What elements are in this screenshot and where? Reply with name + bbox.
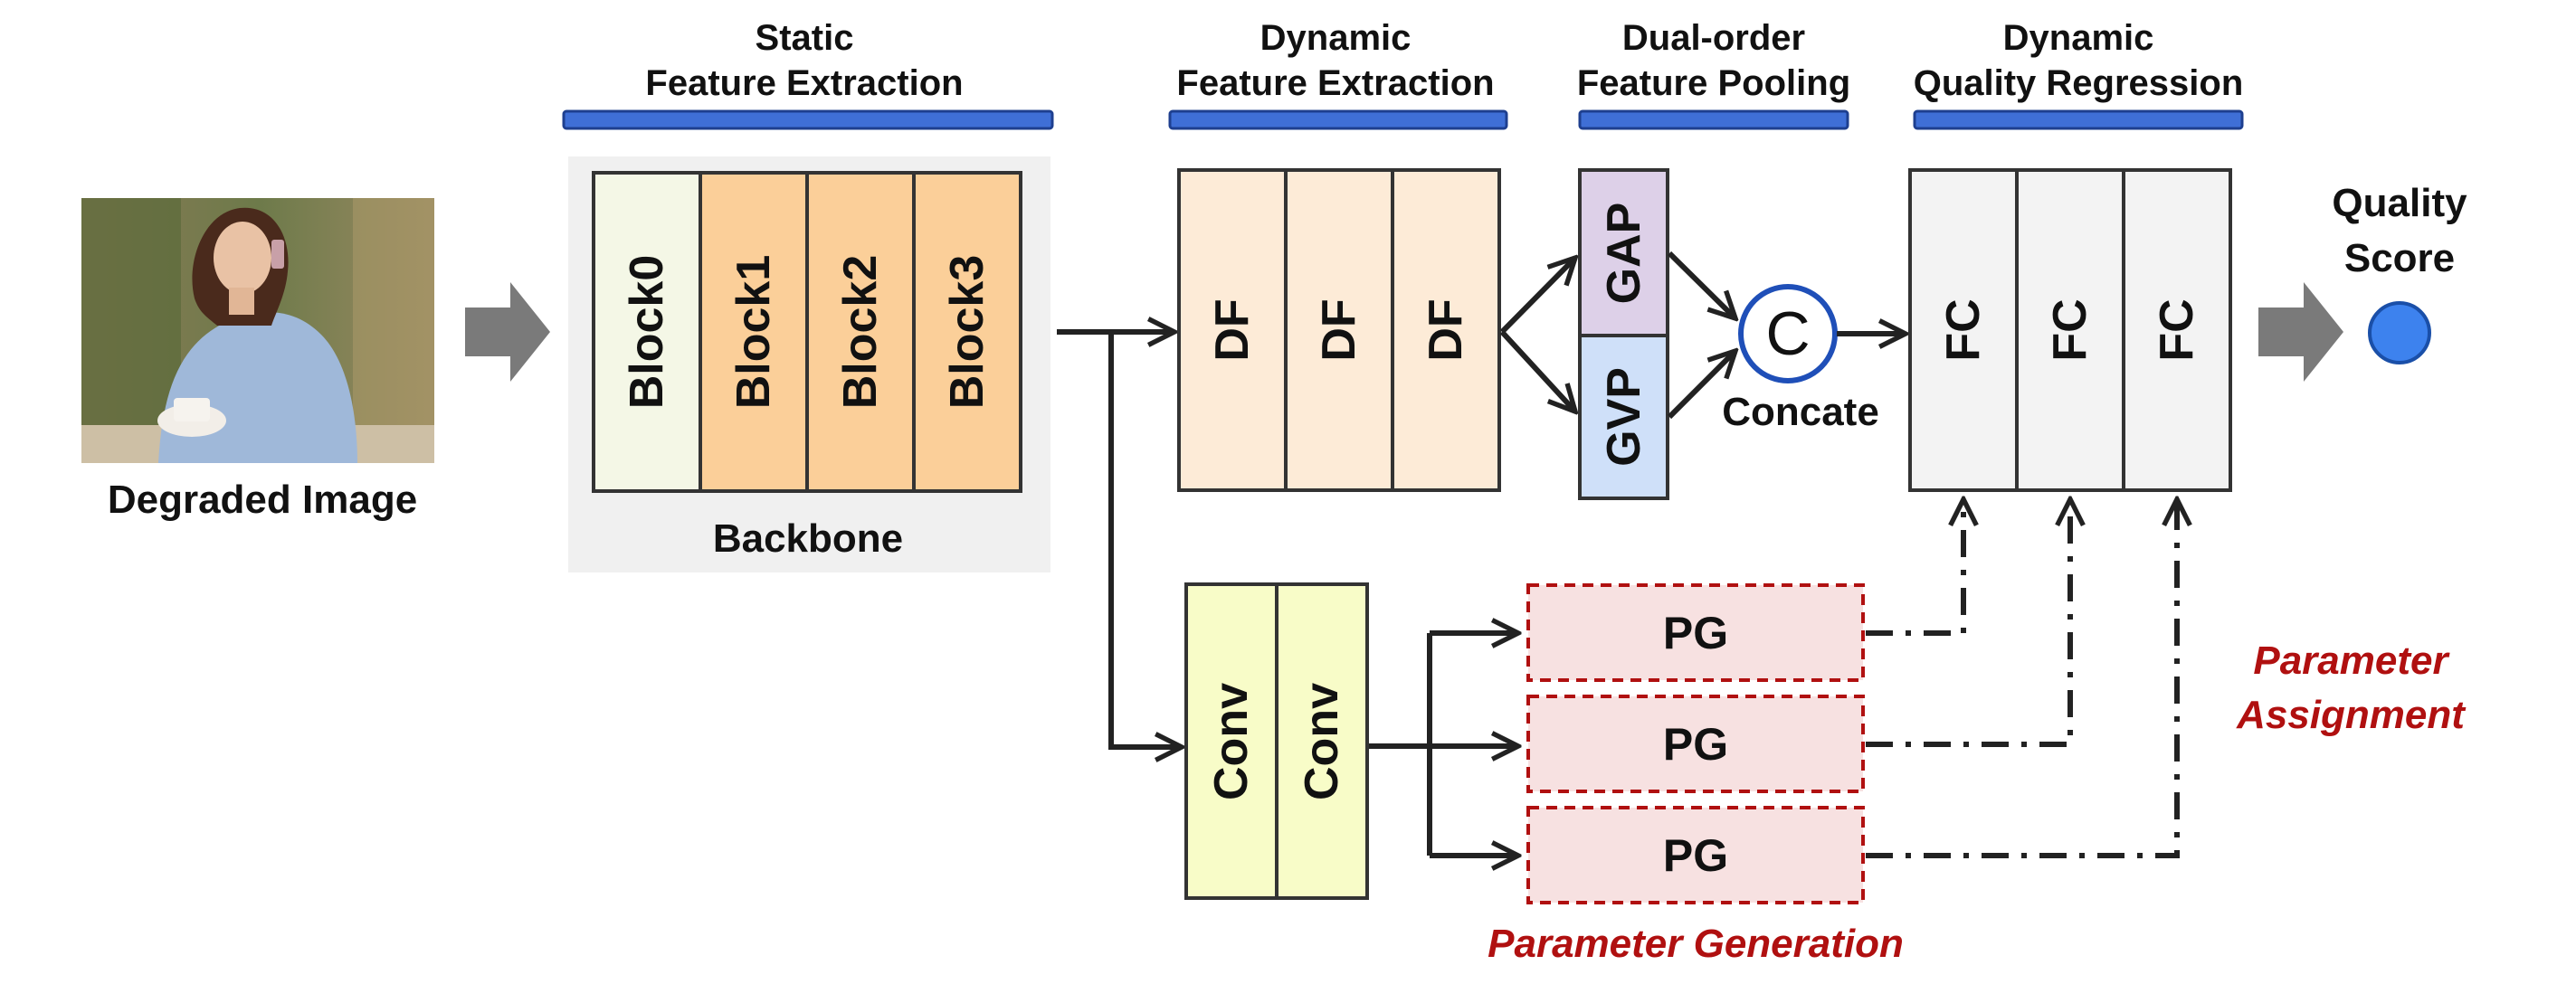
concat-node: C Concate bbox=[1722, 284, 1879, 434]
pg-block-3 bbox=[1526, 806, 1865, 904]
stage-dynamic-fe-title-line1: Dynamic bbox=[1260, 18, 1412, 58]
parameter-assignment-label-line1: Parameter bbox=[2253, 639, 2450, 683]
fc-block-1 bbox=[1908, 168, 2019, 492]
block2 bbox=[805, 171, 916, 493]
arrow-gap-to-concat bbox=[1667, 251, 1735, 318]
assign-pg3-to-fc3 bbox=[1866, 499, 2177, 858]
df-label-2: DF bbox=[1313, 298, 1365, 361]
stage-pooling-bar bbox=[1578, 109, 1849, 130]
block0-label: Block0 bbox=[621, 255, 673, 410]
parameter-assignment-label-line2: Assignment bbox=[2236, 693, 2467, 737]
stage-pooling-title-line1: Dual-order bbox=[1622, 18, 1805, 58]
conv-group: Conv Conv bbox=[1184, 582, 1369, 900]
stage-pooling-title-line2: Feature Pooling bbox=[1577, 63, 1850, 103]
parameter-generation-label: Parameter Generation bbox=[1488, 922, 1904, 966]
quality-score-dot bbox=[2368, 301, 2431, 364]
block0 bbox=[592, 171, 702, 493]
pg-block-1 bbox=[1526, 583, 1865, 682]
pg-label-1: PG bbox=[1663, 608, 1728, 658]
conv-block-2 bbox=[1275, 582, 1369, 900]
gvp-block bbox=[1578, 334, 1669, 500]
block3 bbox=[912, 171, 1022, 493]
gap-block bbox=[1578, 168, 1669, 337]
fc-block-2 bbox=[2015, 168, 2125, 492]
df-label-1: DF bbox=[1206, 298, 1259, 361]
df-block-1 bbox=[1177, 168, 1288, 492]
conv-label-2: Conv bbox=[1296, 683, 1348, 800]
pg-block-2 bbox=[1526, 695, 1865, 793]
pg-group: PG PG PG bbox=[1526, 583, 1865, 904]
stage-dynamic-fe-title-line2: Feature Extraction bbox=[1176, 63, 1494, 103]
stage-static-title-line1: Static bbox=[756, 18, 854, 58]
stage-dynamic-fe-bar bbox=[1168, 109, 1508, 130]
quality-score-label-line2: Score bbox=[2344, 236, 2455, 280]
input-arrow bbox=[465, 282, 550, 382]
assign-pg2-to-fc2 bbox=[1866, 499, 2070, 747]
arrow-df-to-gvp bbox=[1499, 329, 1575, 412]
conv-label-1: Conv bbox=[1205, 683, 1258, 800]
stage-dynamic-fe-header: Dynamic Feature Extraction bbox=[1168, 18, 1508, 130]
df-block-3 bbox=[1391, 168, 1501, 492]
fc-label-1: FC bbox=[1937, 298, 1990, 361]
stage-regression-bar bbox=[1913, 109, 2244, 130]
fc-group: FC FC FC bbox=[1908, 168, 2232, 492]
assign-pg1-to-fc1 bbox=[1866, 499, 1963, 636]
concat-circle bbox=[1738, 284, 1838, 383]
fc-block-3 bbox=[2122, 168, 2232, 492]
conv-block-1 bbox=[1184, 582, 1278, 900]
dynamic-feature-group: DF DF DF bbox=[1177, 168, 1501, 492]
df-label-3: DF bbox=[1420, 298, 1472, 361]
fc-label-2: FC bbox=[2044, 298, 2096, 361]
stage-static-bar bbox=[562, 109, 1054, 130]
gap-label: GAP bbox=[1598, 203, 1650, 305]
gvp-label: GVP bbox=[1598, 367, 1650, 467]
stage-regression-title-line1: Dynamic bbox=[2003, 18, 2154, 58]
backbone-group: Block0 Block1 Block2 Block3 Backbone bbox=[568, 156, 1050, 572]
arrow-gvp-to-concat bbox=[1667, 351, 1735, 420]
concat-label: Concate bbox=[1722, 390, 1879, 434]
stage-regression-header: Dynamic Quality Regression bbox=[1913, 18, 2244, 130]
pooling-group: GAP GVP bbox=[1578, 168, 1669, 500]
stage-regression-title-line2: Quality Regression bbox=[1914, 63, 2244, 103]
pg-label-3: PG bbox=[1663, 830, 1728, 881]
df-block-2 bbox=[1284, 168, 1394, 492]
block1-label: Block1 bbox=[727, 255, 780, 410]
arrow-df-to-gap bbox=[1499, 258, 1575, 335]
stage-static-title-line2: Feature Extraction bbox=[645, 63, 963, 103]
block2-label: Block2 bbox=[834, 255, 887, 410]
input-image-label: Degraded Image bbox=[108, 478, 417, 522]
stage-pooling-header: Dual-order Feature Pooling bbox=[1577, 18, 1850, 130]
concat-symbol: C bbox=[1765, 299, 1810, 368]
stage-static-header: Static Feature Extraction bbox=[562, 18, 1054, 130]
block3-label: Block3 bbox=[941, 255, 993, 410]
pg-label-2: PG bbox=[1663, 719, 1728, 770]
output-arrow bbox=[2258, 282, 2343, 382]
fc-label-3: FC bbox=[2151, 298, 2203, 361]
arrow-backbone-to-conv bbox=[1108, 332, 1182, 747]
backbone-label: Backbone bbox=[713, 516, 903, 561]
quality-score-node: Quality Score bbox=[2332, 181, 2467, 364]
degraded-image-thumbnail bbox=[81, 198, 434, 463]
quality-score-label-line1: Quality bbox=[2332, 181, 2467, 225]
